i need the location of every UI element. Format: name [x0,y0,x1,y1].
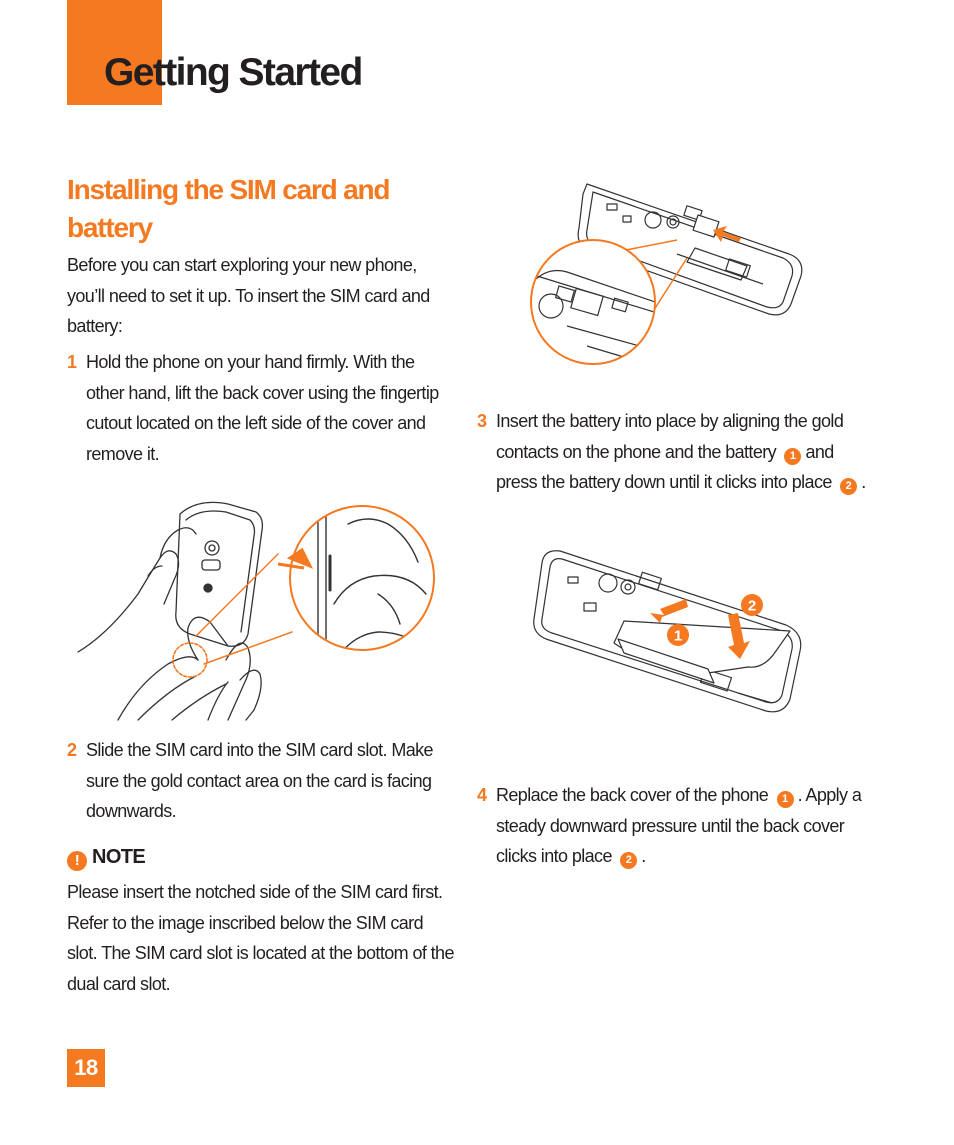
step-3-text-b: and press the battery down until it clic… [496,441,834,493]
note-text: Please insert the notched side of the SI… [67,882,454,994]
page-title: Getting Started [104,51,363,94]
step-text: Insert the battery into place by alignin… [496,406,867,498]
callout-badge-1: 1 [784,447,802,465]
step-3: 3 Insert the battery into place by align… [477,406,867,498]
note-heading: !NOTE [67,844,146,871]
note-heading-label: NOTE [92,846,146,868]
callout-badge-1: 1 [776,791,794,808]
figure-callout-1-label: 1 [674,628,682,645]
step-number: 1 [67,352,77,372]
step-text: Slide the SIM card into the SIM card slo… [86,740,434,821]
step-1: 1 Hold the phone on your hand firmly. Wi… [67,347,452,469]
step-number: 2 [67,740,77,760]
step-4-text-c: . [641,846,646,866]
figure-insert-sim-card [530,183,803,365]
step-4-text-a: Replace the back cover of the phone [496,785,769,805]
step-4-text-b: . Apply a steady downward pressure until… [496,785,862,866]
step-3-text-a: Insert the battery into place by alignin… [496,411,844,462]
step-4: 4 Replace the back cover of the phone 1.… [477,780,867,872]
figure-remove-back-cover [77,501,435,721]
figure-callout-2-label: 2 [748,598,756,615]
exclamation-circle-icon: ! [67,851,87,871]
section-title: Installing the SIM card and battery [67,174,391,243]
step-2: 2 Slide the SIM card into the SIM card s… [67,735,452,827]
callout-badge-2: 2 [840,478,858,495]
intro-paragraph: Before you can start exploring your new … [67,255,430,336]
step-number: 4 [477,785,487,805]
step-3-text-c: . [861,472,866,492]
figure-insert-battery: 1 2 [533,550,802,713]
figure-callout-1: 1 [667,624,689,646]
callout-badge-2: 2 [620,852,638,869]
step-number: 3 [477,411,487,431]
step-text: Hold the phone on your hand firmly. With… [86,352,439,464]
step-text: Replace the back cover of the phone 1. A… [496,780,867,872]
figure-callout-2: 2 [741,594,763,616]
header-accent-block [67,0,162,105]
page-number: 18 [67,1049,105,1087]
